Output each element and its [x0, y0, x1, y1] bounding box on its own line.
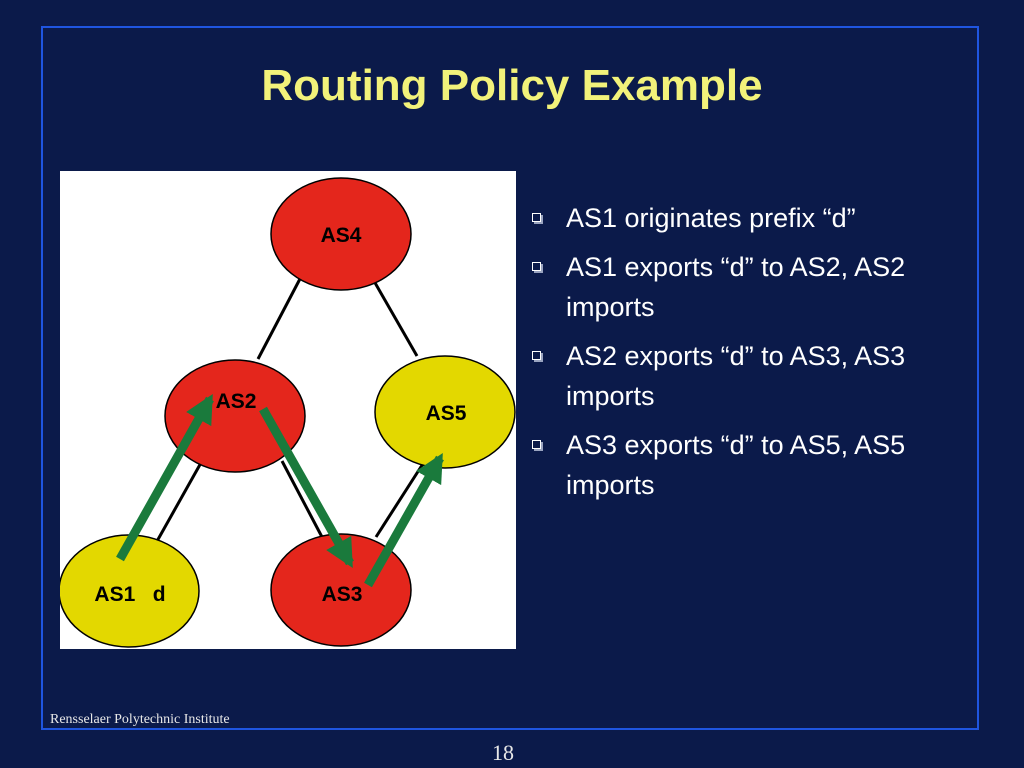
slide-frame: [41, 26, 979, 730]
node-as4-label: AS4: [321, 224, 362, 247]
node-as4: AS4: [270, 177, 412, 291]
link-as2-as3: [280, 460, 324, 538]
square-bullet-icon: [532, 213, 541, 222]
link-as4-as5: [372, 280, 419, 357]
square-bullet-icon: [532, 440, 541, 449]
footer-institution: Rensselaer Polytechnic Institute: [50, 712, 230, 727]
square-bullet-icon: [532, 262, 541, 271]
routing-diagram: AS4 AS2 AS5 AS1 d AS3: [60, 171, 516, 649]
node-as2-label: AS2: [216, 390, 257, 413]
bullet-list: AS1 originates prefix “d” AS1 exports “d…: [530, 198, 950, 514]
node-as5: AS5: [374, 355, 516, 469]
bullet-text: AS3 exports “d” to AS5, AS5 imports: [566, 430, 906, 500]
bullet-item: AS3 exports “d” to AS5, AS5 imports: [530, 425, 950, 505]
node-as5-label: AS5: [426, 402, 467, 425]
square-bullet-icon: [532, 351, 541, 360]
arrow-as2-to-as3: [259, 406, 354, 569]
node-as3-label: AS3: [322, 583, 363, 606]
slide-title: Routing Policy Example: [261, 61, 763, 110]
bullet-text: AS1 originates prefix “d”: [566, 203, 856, 233]
bullet-item: AS1 exports “d” to AS2, AS2 imports: [530, 247, 950, 327]
link-as4-as2: [256, 274, 304, 360]
link-as2-as1: [154, 460, 204, 544]
bullet-text: AS1 exports “d” to AS2, AS2 imports: [566, 252, 906, 322]
arrow-as3-to-as5: [364, 452, 444, 588]
bullet-item: AS1 originates prefix “d”: [530, 198, 950, 238]
node-as1-label: AS1 d: [94, 583, 165, 606]
node-as2: AS2: [164, 359, 306, 473]
bullet-text: AS2 exports “d” to AS3, AS3 imports: [566, 341, 906, 411]
arrow-as1-to-as2: [116, 393, 214, 562]
diagram-canvas: AS4 AS2 AS5 AS1 d AS3: [60, 177, 516, 648]
page-number: 18: [492, 740, 514, 765]
bullet-item: AS2 exports “d” to AS3, AS3 imports: [530, 336, 950, 416]
node-as1: AS1 d: [60, 534, 200, 648]
